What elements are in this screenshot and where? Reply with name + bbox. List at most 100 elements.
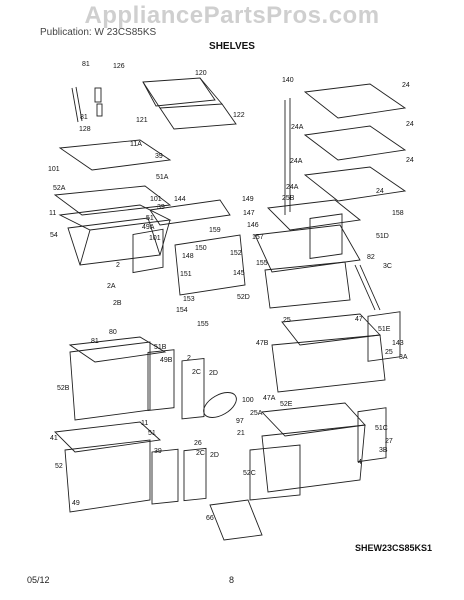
- callout-label: 2C: [196, 450, 205, 457]
- callout-label: 51B: [154, 344, 167, 351]
- callout-label: 51C: [375, 425, 388, 432]
- section-title: SHELVES: [209, 41, 255, 52]
- callout-label: 101: [150, 196, 162, 203]
- callout-label: 140: [282, 77, 294, 84]
- callout-label: 47B: [256, 340, 269, 347]
- callout-label: 148: [182, 253, 194, 260]
- callout-label: 2: [116, 262, 120, 269]
- callout-label: 66: [206, 515, 214, 522]
- callout-label: 2B: [113, 300, 122, 307]
- callout-label: 11: [49, 210, 57, 217]
- callout-label: 51E: [378, 326, 391, 333]
- callout-label: 49: [72, 500, 80, 507]
- callout-label: 155: [256, 260, 268, 267]
- callout-label: 100: [242, 397, 254, 404]
- crisper-cover-part: [142, 77, 237, 130]
- callout-label: 81: [82, 61, 90, 68]
- callout-label: 122: [233, 112, 245, 119]
- page-number: 8: [229, 575, 235, 585]
- callout-label: 2A: [107, 283, 116, 290]
- callout-label: 3B: [379, 447, 388, 454]
- callout-label: 4: [358, 459, 362, 466]
- wire-basket-lower: [54, 336, 167, 513]
- fan-roller: [203, 392, 237, 418]
- callout-label: 126: [113, 63, 125, 70]
- callout-label: 150: [195, 245, 207, 252]
- callout-label: 159: [209, 227, 221, 234]
- callout-label: 52E: [280, 401, 293, 408]
- callout-label: 47: [355, 316, 363, 323]
- shelf-bracket-parts: [71, 86, 103, 123]
- glass-shelf-left: [53, 139, 172, 216]
- callout-label: 81: [91, 338, 99, 345]
- model-number: Publication: W 23CS85KS: [40, 27, 157, 38]
- callout-label: 144: [174, 196, 186, 203]
- callout-label: 24: [406, 157, 414, 164]
- callout-label: 154: [176, 307, 188, 314]
- callout-label: 143: [392, 340, 404, 347]
- crisper-drawer-upper: [254, 199, 362, 309]
- callout-label: 97: [236, 418, 244, 425]
- callout-label: 2D: [210, 452, 219, 459]
- callout-label: 39: [154, 448, 162, 455]
- callout-label: 153: [183, 296, 195, 303]
- callout-label: 120: [195, 70, 207, 77]
- callout-label: 121: [136, 117, 148, 124]
- callout-label: 52A: [53, 185, 66, 192]
- callout-label: 128: [79, 126, 91, 133]
- callout-label: 3C: [383, 263, 392, 270]
- side-rails: [132, 213, 381, 311]
- callout-label: 25A: [250, 410, 263, 417]
- callout-label: 51A: [156, 174, 169, 181]
- callout-label: 49B: [160, 357, 173, 364]
- callout-label: 101: [149, 235, 161, 242]
- callout-label: 152: [230, 250, 242, 257]
- callout-label: 27: [385, 438, 393, 445]
- watermark: AppliancePartsPros.com: [84, 2, 380, 29]
- callout-label: 24A: [290, 158, 303, 165]
- footer-date: 05/12: [27, 575, 50, 585]
- callout-label: 80: [109, 329, 117, 336]
- callout-label: 2: [187, 355, 191, 362]
- wire-basket-upper: [58, 204, 172, 266]
- callout-label: 11: [141, 420, 149, 427]
- callout-label: 82: [367, 254, 375, 261]
- callout-label: 52D: [237, 294, 250, 301]
- callout-label: 101: [48, 166, 60, 173]
- callout-label: 146: [247, 222, 259, 229]
- glass-shelves-right: [284, 83, 407, 215]
- callout-label: 24A: [291, 124, 304, 131]
- callout-label: 2C: [192, 369, 201, 376]
- callout-label: 51: [148, 430, 156, 437]
- callout-label: 51D: [376, 233, 389, 240]
- callout-label: 2D: [209, 370, 218, 377]
- callout-label: 145: [233, 270, 245, 277]
- callout-label: 52: [55, 463, 63, 470]
- control-housing: [149, 199, 246, 296]
- callout-label: 147: [243, 210, 255, 217]
- callout-label: 26: [194, 440, 202, 447]
- callout-label: 51: [146, 215, 154, 222]
- callout-label: 24: [406, 121, 414, 128]
- callout-label: 157: [252, 234, 264, 241]
- callout-label: 11A: [130, 141, 142, 148]
- callout-label: 24: [376, 188, 384, 195]
- callout-label: 41: [50, 435, 58, 442]
- callout-label: 155: [197, 321, 209, 328]
- callout-label: 24A: [286, 184, 299, 191]
- callout-label: 25B: [282, 195, 295, 202]
- callout-label: 25: [385, 349, 393, 356]
- callout-label: 158: [392, 210, 404, 217]
- callout-label: 151: [180, 271, 192, 278]
- diagram-code: SHEW23CS85KS1: [354, 543, 432, 553]
- callout-label: 25: [283, 317, 291, 324]
- callout-label: 21: [237, 430, 245, 437]
- callout-label: 47A: [263, 395, 276, 402]
- mat-part: [209, 499, 263, 541]
- callout-label: 54: [50, 232, 58, 239]
- callout-label: 81: [80, 114, 88, 121]
- callout-label: 3A: [399, 354, 408, 361]
- callout-label: 52B: [57, 385, 70, 392]
- callout-label: 52C: [243, 470, 256, 477]
